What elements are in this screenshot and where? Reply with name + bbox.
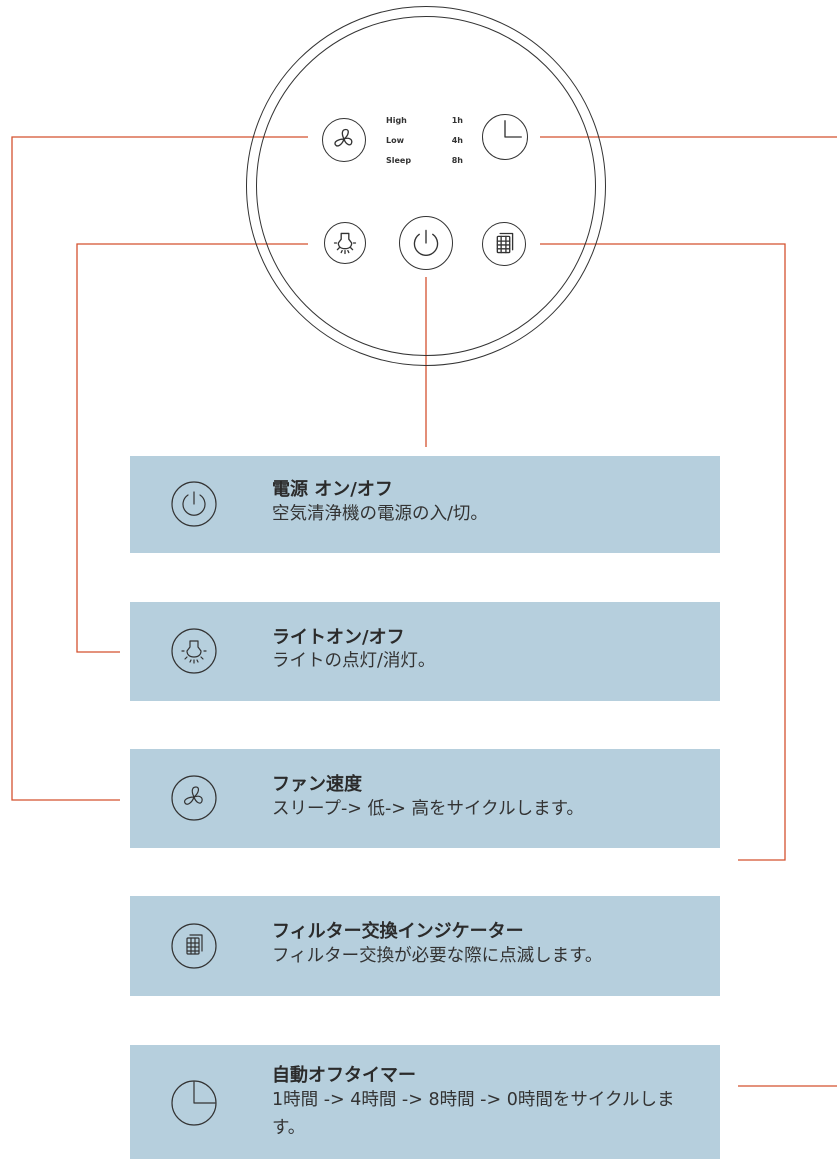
light-icon	[333, 232, 357, 255]
card-fan-speed: ファン速度 スリープ-> 低-> 高をサイクルします。	[130, 749, 720, 848]
card-filter-indicator: フィルター交換インジケーター フィルター交換が必要な際に点滅します。	[130, 896, 720, 996]
power-icon	[413, 229, 439, 256]
card-description: ライトの点灯/消灯。	[272, 651, 436, 671]
card-title: ライトオン/オフ	[272, 627, 405, 648]
filter-button[interactable]	[482, 222, 526, 266]
card-power: 電源 オン/オフ 空気清浄機の電源の入/切。	[130, 456, 720, 553]
panel-inner-ring	[256, 16, 596, 356]
timer-icon	[171, 1080, 217, 1126]
card-description: 空気清浄機の電源の入/切。	[272, 504, 488, 524]
card-light: ライトオン/オフ ライトの点灯/消灯。	[130, 602, 720, 701]
card-title: フィルター交換インジケーター	[272, 921, 524, 942]
panel-outer-ring	[246, 6, 606, 366]
speed-label-sleep: Sleep	[386, 156, 412, 165]
leader-line-fan	[11, 136, 308, 801]
speed-label-high: High	[386, 116, 407, 125]
fan-icon	[334, 128, 353, 147]
card-title: ファン速度	[272, 774, 362, 795]
timer-label-4h: 4h	[451, 136, 463, 145]
card-description: スリープ-> 低-> 高をサイクルします。	[272, 799, 584, 819]
card-power-icon-wrap	[170, 480, 218, 528]
card-title: 電源 オン/オフ	[272, 479, 393, 500]
leader-line-light	[76, 243, 308, 653]
leader-line-filter	[540, 243, 786, 861]
timer-icon	[504, 120, 522, 138]
speed-label-low: Low	[386, 136, 404, 145]
light-icon	[171, 628, 217, 674]
card-title: 自動オフタイマー	[272, 1065, 416, 1086]
card-timer-icon-wrap	[170, 1079, 218, 1127]
power-button[interactable]	[399, 216, 453, 270]
filter-icon	[496, 232, 514, 254]
timer-label-8h: 8h	[451, 156, 463, 165]
card-auto-off-timer: 自動オフタイマー 1時間 -> 4時間 -> 8時間 -> 0時間をサイクルしま…	[130, 1045, 720, 1159]
card-filter-icon-wrap	[170, 922, 218, 970]
timer-button[interactable]	[482, 114, 528, 160]
card-fan-icon-wrap	[170, 774, 218, 822]
fan-speed-button[interactable]	[322, 118, 366, 162]
filter-icon	[171, 923, 217, 969]
power-icon	[171, 481, 217, 527]
card-light-icon-wrap	[170, 627, 218, 675]
card-description: 1時間 -> 4時間 -> 8時間 -> 0時間をサイクルします。	[272, 1090, 675, 1138]
fan-icon	[171, 775, 217, 821]
timer-label-1h: 1h	[451, 116, 463, 125]
light-button[interactable]	[324, 222, 366, 264]
card-description: フィルター交換が必要な際に点滅します。	[272, 946, 603, 966]
